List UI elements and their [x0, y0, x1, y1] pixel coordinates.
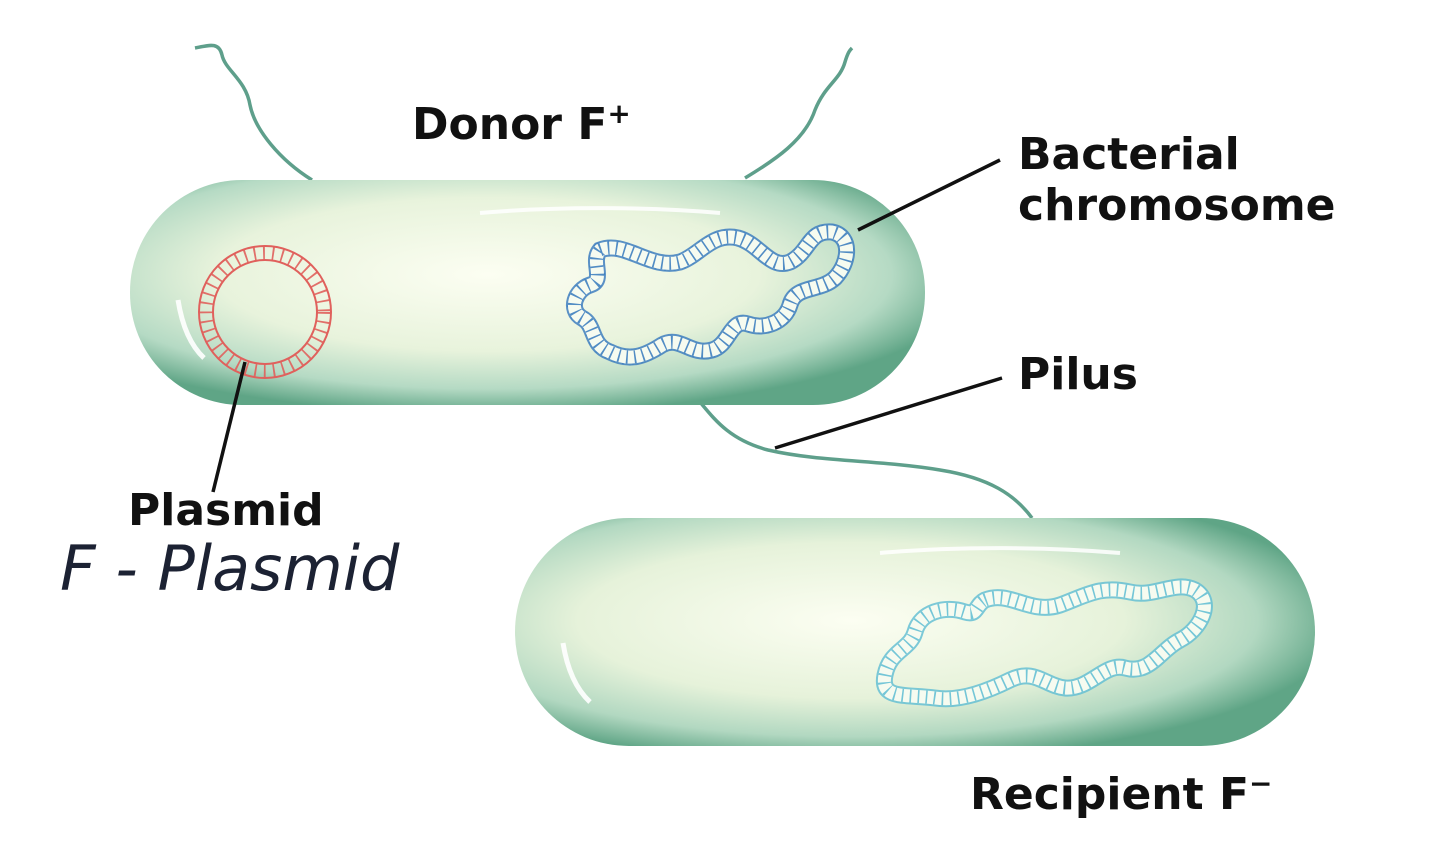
leader-bacterial-chromosome	[857, 158, 1001, 232]
donor-label-sign: +	[607, 97, 631, 130]
leader-plasmid	[211, 361, 247, 493]
recipient-cell-highlight-left	[560, 642, 592, 704]
bacterial-chromosome-line1: Bacterial	[1018, 129, 1240, 180]
donor-cell-highlight-left	[175, 299, 206, 360]
plasmid-label: Plasmid	[128, 485, 324, 536]
bacterial-chromosome-line2: chromosome	[1018, 179, 1336, 231]
pilus	[698, 400, 1034, 520]
plasmid-ring	[198, 245, 332, 379]
flagellum-right	[744, 46, 854, 180]
f-plasmid-annotation: F - Plasmid	[60, 532, 400, 605]
recipient-cell-highlight-top	[879, 546, 1121, 555]
donor-chromosome	[566, 223, 856, 366]
flagellum-left	[194, 43, 313, 182]
donor-label: Donor F+	[412, 97, 631, 151]
recipient-label-sign: −	[1249, 767, 1273, 800]
bacterial-chromosome-label: Bacterial chromosome	[1018, 129, 1336, 231]
recipient-chromosome	[875, 578, 1213, 708]
donor-cell-highlight-top	[479, 206, 721, 215]
recipient-label-text: Recipient F	[970, 769, 1250, 820]
leader-pilus	[774, 376, 1003, 450]
donor-label-text: Donor F	[412, 99, 608, 150]
recipient-label: Recipient F−	[970, 767, 1273, 821]
pilus-label: Pilus	[1018, 349, 1138, 400]
